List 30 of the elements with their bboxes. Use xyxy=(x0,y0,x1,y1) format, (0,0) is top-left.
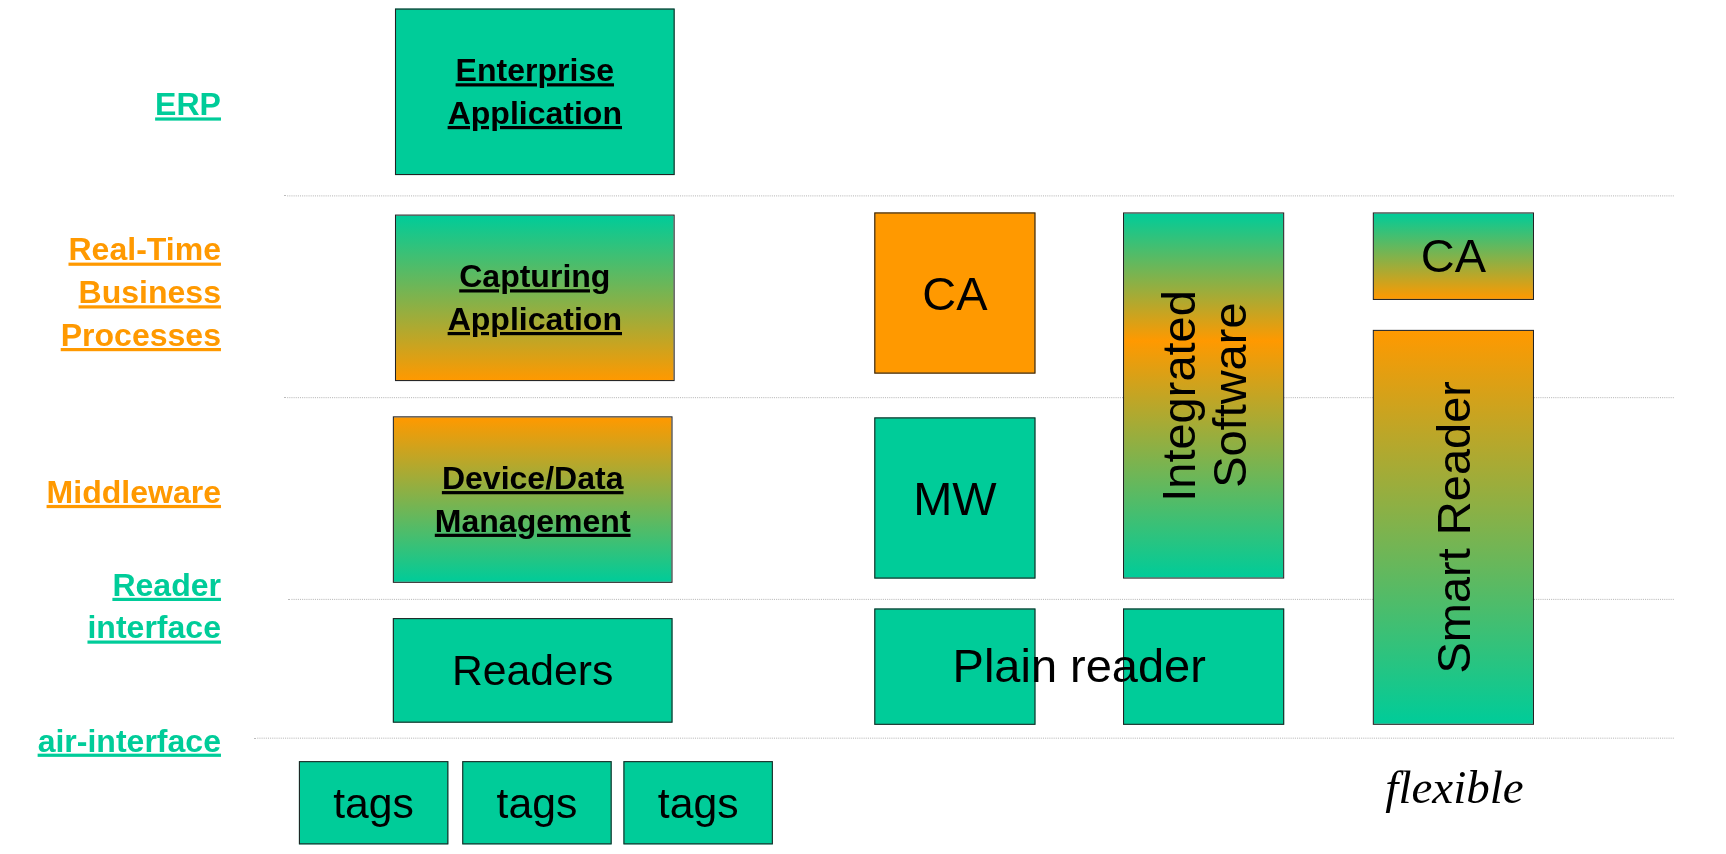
box-label: Integrated Software xyxy=(1152,288,1255,504)
box-label: Readers xyxy=(451,646,614,695)
layer-box xyxy=(395,214,675,382)
box-label: tags xyxy=(657,778,739,827)
box-label: Smart Reader xyxy=(1427,381,1479,674)
layer-box xyxy=(462,761,612,845)
box-label: CA xyxy=(1420,229,1487,283)
layer-box xyxy=(1372,329,1534,725)
box-label: CA xyxy=(922,266,988,320)
layer-box xyxy=(298,761,449,845)
box-label: Device/Data Management xyxy=(433,459,632,541)
layer-box xyxy=(392,416,673,583)
layer-label: Middleware xyxy=(45,472,221,512)
layer-box xyxy=(392,618,673,723)
layer-label: Real-Time Business Processes xyxy=(59,230,221,355)
layer-label: Reader interface xyxy=(86,565,221,647)
box-label: tags xyxy=(496,778,578,827)
layer-box xyxy=(395,8,675,176)
box-label: MW xyxy=(913,471,997,525)
layer-label: ERP xyxy=(154,85,221,124)
box-label: Capturing Application xyxy=(446,257,623,339)
layer-box xyxy=(1123,212,1285,579)
layer-box xyxy=(874,212,1036,374)
layer-box xyxy=(623,761,773,845)
box-label: Enterprise Application xyxy=(446,51,623,133)
box-label: tags xyxy=(333,778,414,827)
layer-box xyxy=(1372,212,1534,300)
note-text: flexible xyxy=(1384,760,1525,815)
layer-label: air-interface xyxy=(36,721,221,760)
layer-box xyxy=(874,417,1036,579)
